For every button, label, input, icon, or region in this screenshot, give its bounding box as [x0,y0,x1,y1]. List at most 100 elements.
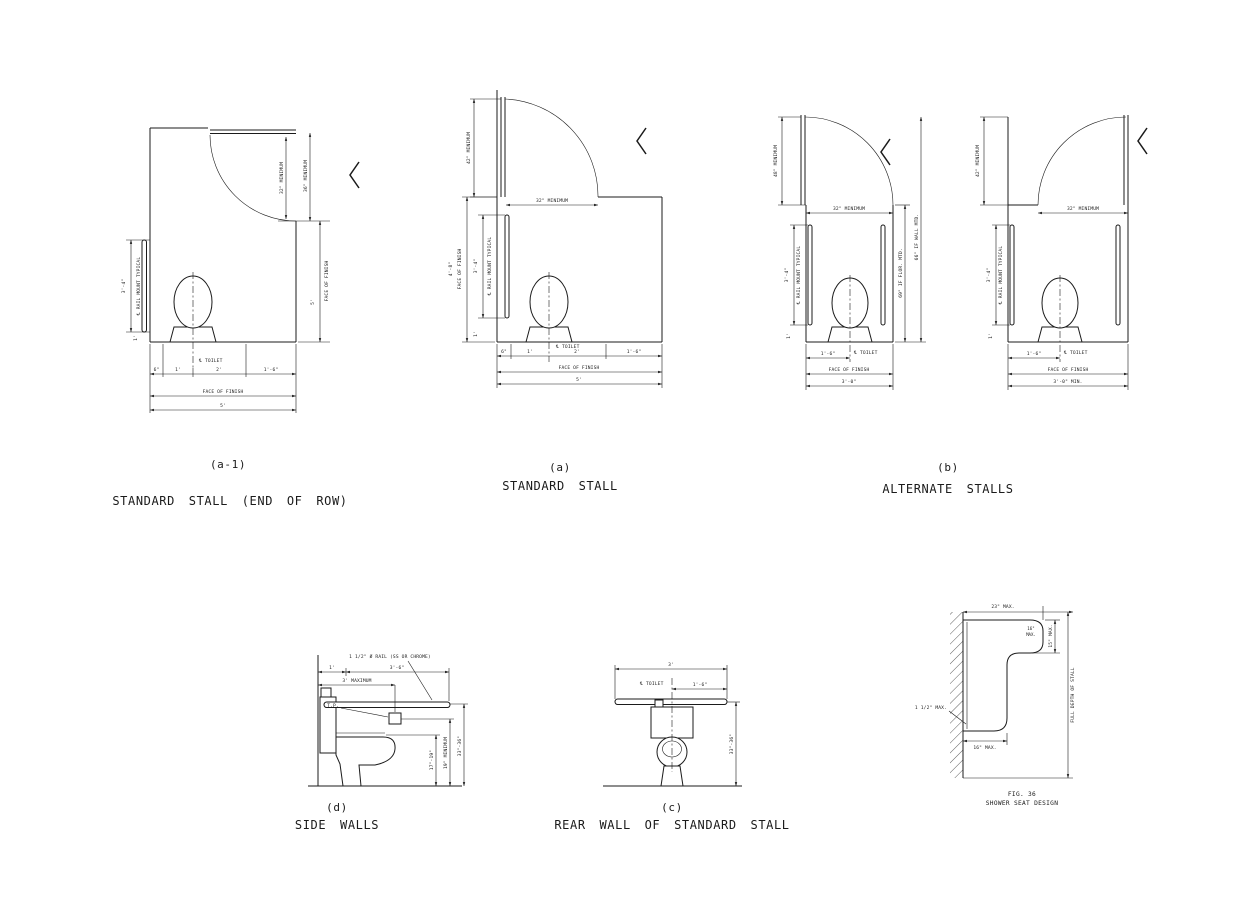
dim-centerline-offset: 1'-6" [693,682,708,688]
dim-depth: 5' [310,299,316,305]
dim-width: 5' [220,403,226,409]
panel-side-walls: 1 1/2" Ø RAIL (SS OR CHROME) T.P. 1' 3'-… [295,653,468,832]
toilet-paper-dispenser [388,712,402,725]
rail-note: 1 1/2" Ø RAIL (SS OR CHROME) [349,653,431,660]
dim-toilet-offset: 1'-6" [821,351,836,357]
rail-dimensions: 3'-4" ℄ RAIL MOUNT TYPICAL 1' [784,224,808,339]
chevron-mark [636,127,647,155]
dim-rail-height: 33"-36" [457,736,463,756]
panel-tag: (b) [937,461,959,474]
panel-shower-seat: 23" MAX. 16" MAX. 15" MAX. FULL DEPTH OF… [915,604,1076,807]
dimensions: 23" MAX. 16" MAX. 15" MAX. FULL DEPTH OF… [915,604,1076,779]
door-swing-arc [1037,116,1127,206]
panel-alternate-stall-left: 48" MINIMUM 32" MINIMUM 3'-4" ℄ RAIL MOU… [773,115,926,390]
dim-front-clearance: 36" MINIMUM [303,160,309,192]
approach-dimension: 48" MINIMUM [773,116,806,206]
toilet [1037,275,1083,362]
left-dimensions: 3'-4" ℄ RAIL MOUNT TYPICAL FACE OF FINIS… [448,196,505,343]
toilet-bowl [335,736,396,787]
dim-face-of-finish-left: FACE OF FINISH [457,249,463,290]
stall-door [1037,115,1129,206]
dim-small-value: 16" [1027,626,1034,631]
door-swing-arc [804,116,894,206]
toilet [525,272,573,362]
chevron-mark [1137,127,1148,155]
dim-rail-length: 3'-4" [121,279,127,294]
panel-title: STANDARD STALL [502,479,618,493]
panel-tag: (a-1) [210,458,246,471]
dim-gap: 1 1/2" MAX. [915,705,947,711]
toilet-front-view [650,678,694,787]
door-dimension: 32" MINIMUM [1038,206,1128,215]
dim-toilet-offset: 1'-6" [1027,351,1042,357]
flush-valve [320,687,332,698]
dim-rail-offset: 1' [329,665,335,671]
dim-b3: 2' [216,367,222,373]
stall-door [500,97,599,198]
panel-title: STANDARD STALL (END OF ROW) [112,494,347,508]
panel-standard-stall-end-of-row: 3'-4" ℄ RAIL MOUNT TYPICAL 1' 32" MINIMU… [112,127,360,508]
grab-bar [141,239,147,333]
dim-rail-length: 3' [668,662,674,668]
seat-outline [963,619,1044,732]
dim-approach: 42" MINIMUM [975,145,981,177]
rail-dimensions: 3'-4" ℄ RAIL MOUNT TYPICAL 1' [986,224,1010,339]
rail-mount-note: ℄ RAIL MOUNT TYPICAL [796,246,802,306]
dim-rail-offset: 1' [786,333,792,339]
figure-number: FIG. 36 [1008,791,1036,798]
dim-rail-offset: 1' [473,331,479,337]
grab-bar-left [1009,224,1015,326]
rail-mount-note: ℄ RAIL MOUNT TYPICAL [487,237,493,297]
dim-dispenser-height: 19" MINIMUM [443,737,449,769]
dim-width: 3'-0" MIN. [1053,379,1082,385]
dim-b3: 2' [574,349,580,355]
grab-bar [504,214,510,319]
stall-door [800,115,894,206]
rail-mount-note: ℄ RAIL MOUNT TYPICAL [998,246,1004,306]
toilet-centerline-label: ℄ TOILET [555,344,580,350]
dim-b4: 1'-6" [264,367,279,373]
bottom-dimensions: 1'-6" ℄ TOILET FACE OF FINISH 3'-0" [805,344,894,390]
height-dimensions: 17"-19" 19" MINIMUM 33"-36" [386,703,468,786]
panel-title: REAR WALL OF STANDARD STALL [554,818,789,832]
panel-tag: (c) [661,801,683,814]
toilet-centerline-label: ℄ TOILET [198,358,223,364]
grab-rail [614,698,728,705]
dim-rail-length: 3'-4" [784,268,790,283]
dim-depth: 4'-8" [448,262,454,277]
dim-approach: 48" MINIMUM [773,145,779,177]
panel-alternate-stall-right: 42" MINIMUM 32" MINIMUM 3'-4" ℄ RAIL MOU… [882,115,1148,496]
dim-side-short: 15" MAX. [1048,624,1054,647]
dim-door-opening: 32" MINIMUM [279,162,285,194]
dimensions: 3' ℄ TOILET 1'-6" 33"-36" [614,662,740,786]
panel-title: SIDE WALLS [295,818,379,832]
rail-mount-note: ℄ RAIL MOUNT TYPICAL [136,257,142,317]
dim-b2: 1' [527,349,533,355]
top-dimensions: 1' 3'-6" 3' MAXIMUM [318,665,450,712]
dim-rail-length: 3'-6" [390,665,405,671]
dim-b1: 6" [154,367,160,373]
door-dimension: 32" MINIMUM [806,206,893,215]
dim-width: 5' [576,377,582,383]
tp-label: T.P. [327,703,339,709]
dim-face-of-finish: FACE OF FINISH [829,367,870,373]
toilet-centerline-label: ℄ TOILET [1063,350,1088,356]
dim-width: 3'-0" [842,379,857,385]
dim-b4: 1'-6" [627,349,642,355]
bottom-dimensions: 6" 1' 2' 1'-6" ℄ TOILET FACE OF FINISH 5… [149,344,297,413]
stall-door [209,129,297,222]
dim-face-of-finish-right: FACE OF FINISH [324,261,330,302]
dim-face-of-finish-bottom: FACE OF FINISH [559,365,600,371]
toilet-base [660,765,684,787]
toilet [827,275,873,362]
panel-standard-stall: 42" MINIMUM 32" MINIMUM 3'-4" ℄ RAIL MOU… [448,90,663,493]
chevron-mark [349,161,360,189]
chevron-mark [880,138,891,166]
dim-face-of-finish: FACE OF FINISH [1048,367,1089,373]
bottom-dimensions: 1'-6" ℄ TOILET FACE OF FINISH 3'-0" MIN. [1007,344,1129,390]
dim-b1: 6" [501,349,507,355]
grab-bar-right [880,224,886,326]
dim-rail-height: 33"-36" [729,734,735,754]
dim-tp-max: 3' MAXIMUM [342,678,371,684]
